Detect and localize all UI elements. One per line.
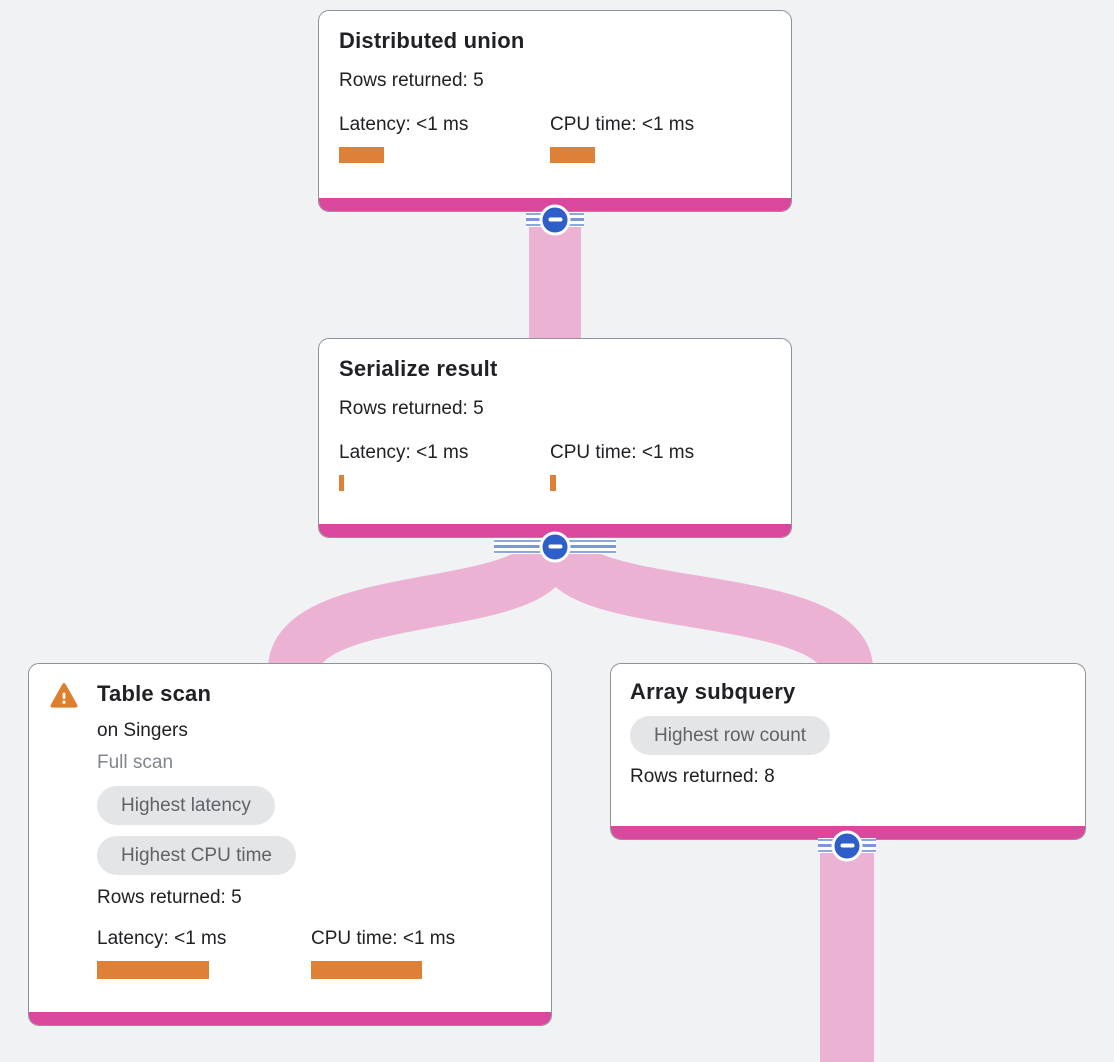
node-distributed-union[interactable]: Distributed union Rows returned: 5 Laten… [318,10,792,212]
cpu-time-label: CPU time: <1 ms [550,442,695,463]
collapse-minus-icon [539,531,571,562]
rows-returned-text: Rows returned: 5 [97,887,242,908]
cpu-time-bar [311,961,422,979]
node-accent-bar [29,1012,551,1025]
scan-target-text: on Singers [97,720,188,741]
collapse-button-array-subquery[interactable] [818,830,876,861]
cpu-time-label: CPU time: <1 ms [550,114,695,135]
cpu-time-label: CPU time: <1 ms [311,928,456,949]
latency-label: Latency: <1 ms [339,114,469,135]
rows-returned-text: Rows returned: 5 [339,70,484,91]
cpu-time-metric: CPU time: <1 ms [311,926,455,979]
latency-metric: Latency: <1 ms [97,926,311,979]
node-serialize-result[interactable]: Serialize result Rows returned: 5 Latenc… [318,338,792,538]
cpu-time-bar [550,147,595,163]
highest-row-count-badge: Highest row count [630,716,831,755]
latency-label: Latency: <1 ms [97,928,227,949]
edge-serialize-result-to-table-scan [268,543,573,674]
highest-cpu-time-badge: Highest CPU time [97,836,296,875]
cpu-time-metric: CPU time: <1 ms [550,440,694,491]
collapse-button-serialize-result[interactable] [494,531,616,562]
collapse-button-distributed-union[interactable] [526,204,584,235]
cpu-time-metric: CPU time: <1 ms [550,112,694,163]
rows-returned-text: Rows returned: 5 [339,398,484,419]
latency-bar [339,147,384,163]
edge-serialize-result-to-array-subquery [537,542,873,675]
node-title: Serialize result [339,356,498,381]
collapse-minus-icon [539,204,571,235]
highest-latency-badge: Highest latency [97,786,275,825]
warning-icon [49,681,79,711]
node-accent-bar [319,524,791,537]
rows-returned-text: Rows returned: 8 [630,766,775,787]
latency-bar [97,961,209,979]
node-array-subquery[interactable]: Array subquery Highest row count Rows re… [610,663,1086,840]
node-title: Array subquery [630,679,796,704]
node-table-scan[interactable]: Table scan on Singers Full scan Highest … [28,663,552,1026]
latency-label: Latency: <1 ms [339,442,469,463]
node-title: Table scan [97,681,212,706]
latency-metric: Latency: <1 ms [339,112,550,163]
latency-metric: Latency: <1 ms [339,440,550,491]
latency-bar [339,475,344,491]
cpu-time-bar [550,475,556,491]
collapse-minus-icon [831,830,863,861]
node-title: Distributed union [339,28,525,53]
scan-type-text: Full scan [97,752,174,773]
